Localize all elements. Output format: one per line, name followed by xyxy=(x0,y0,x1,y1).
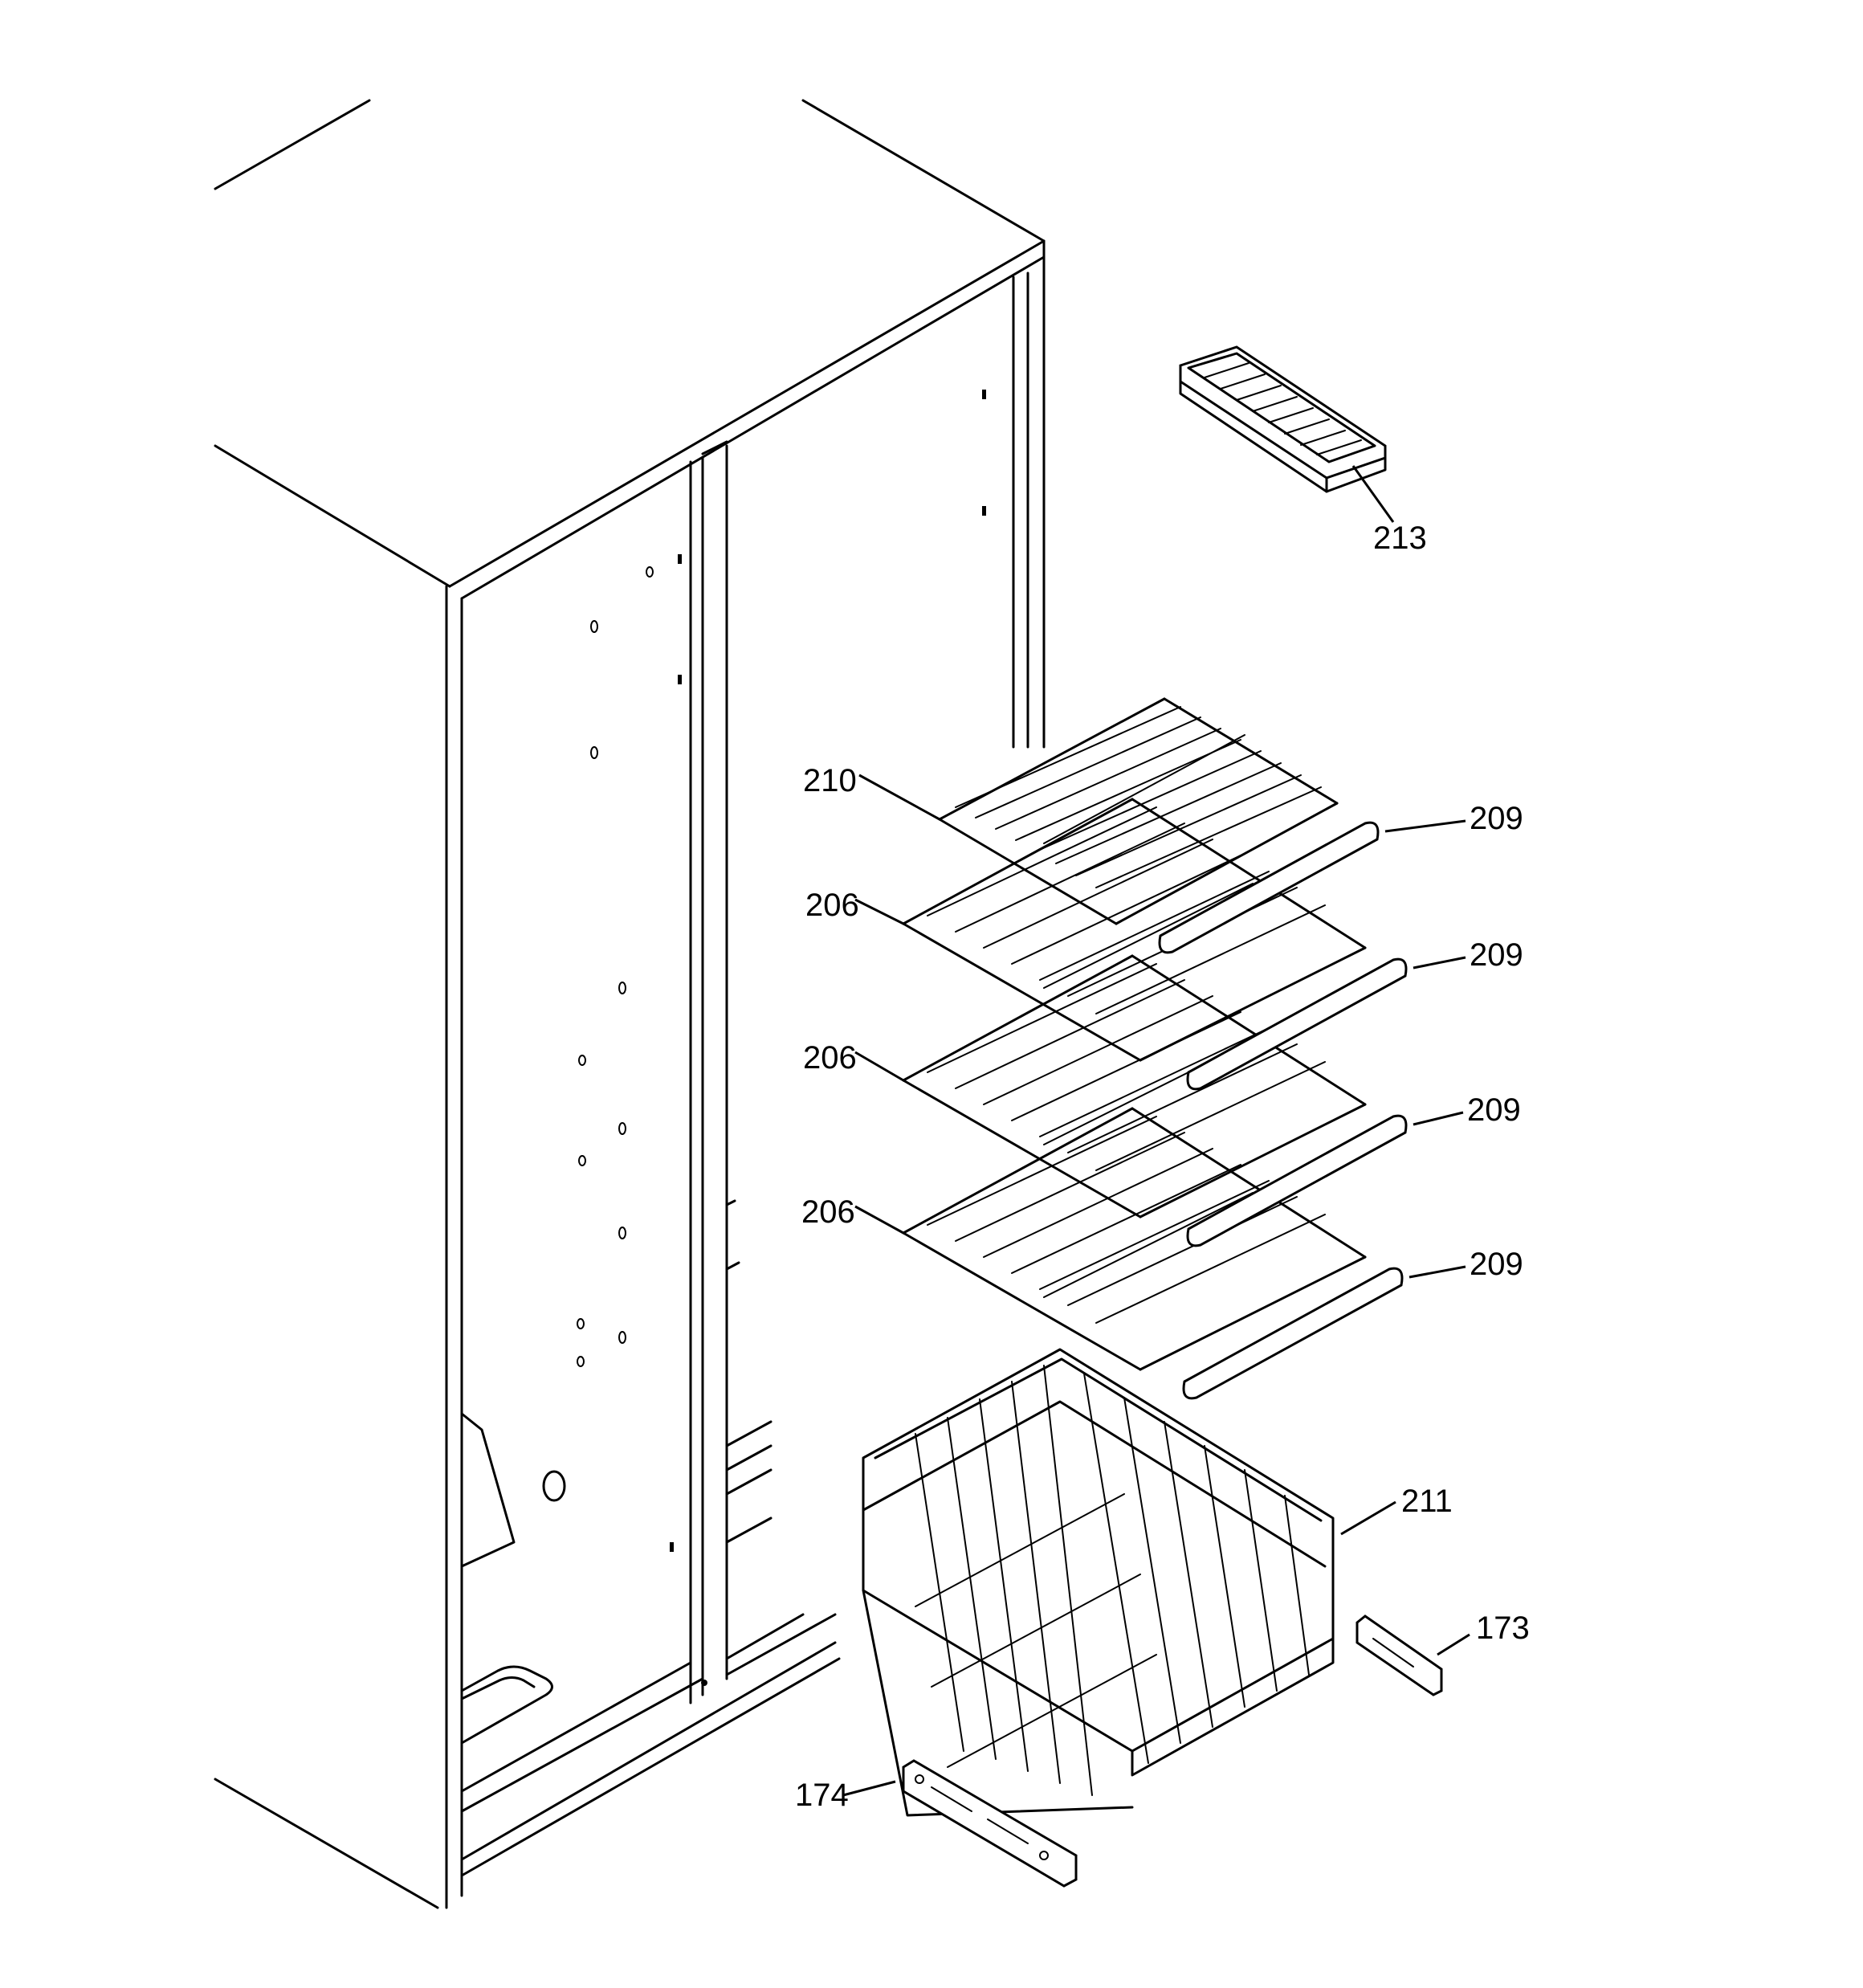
leader-lines xyxy=(842,465,1470,1797)
shelf-206-a xyxy=(902,798,1367,1062)
callout-210: 210 xyxy=(803,763,857,798)
callout-209-a: 209 xyxy=(1470,801,1523,836)
callout-174: 174 xyxy=(795,1778,849,1813)
trim-209-d xyxy=(1182,1267,1404,1400)
trim-209-b xyxy=(1186,957,1408,1091)
rail-173 xyxy=(1355,1614,1443,1696)
callout-209-d: 209 xyxy=(1470,1247,1523,1282)
basket-211 xyxy=(862,1348,1335,1817)
callout-206-a: 206 xyxy=(805,888,859,923)
rail-174 xyxy=(902,1759,1078,1888)
callout-206-c: 206 xyxy=(801,1194,855,1230)
trim-209-a xyxy=(1158,821,1380,954)
trim-209-c xyxy=(1186,1114,1408,1247)
callout-173: 173 xyxy=(1476,1610,1530,1646)
shelf-206-c xyxy=(902,1107,1367,1371)
callout-211: 211 xyxy=(1401,1484,1453,1519)
callout-213: 213 xyxy=(1373,520,1427,556)
shelf-holes xyxy=(577,390,986,1686)
callout-209-b: 209 xyxy=(1470,937,1523,973)
ice-tray-213 xyxy=(1179,345,1387,493)
callout-206-b: 206 xyxy=(803,1040,857,1076)
shelf-210 xyxy=(938,697,1339,925)
freezer-cabinet xyxy=(214,99,1046,1909)
callout-209-c: 209 xyxy=(1467,1092,1521,1128)
